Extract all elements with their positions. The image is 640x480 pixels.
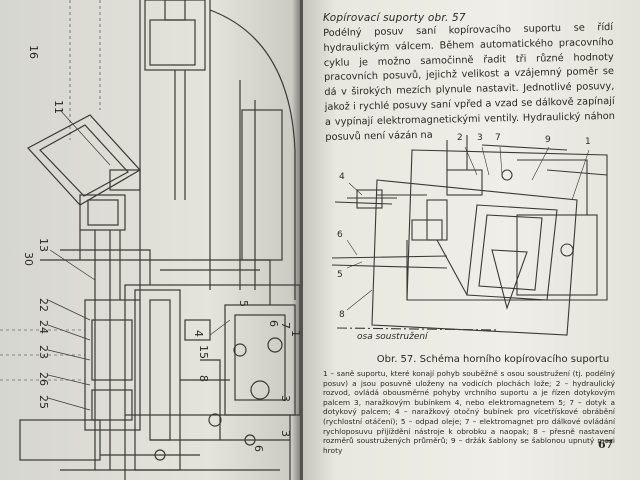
callout-4: 4: [192, 330, 205, 337]
callout-7: 7: [279, 322, 292, 329]
callout-30: 30: [22, 252, 35, 266]
callout-6: 6: [267, 320, 280, 327]
page-number: 67: [598, 438, 614, 451]
callout-13: 13: [37, 238, 50, 252]
fig-number-1: 1: [585, 137, 591, 147]
fig-number-4: 4: [339, 172, 345, 182]
left-page-drawing: 16 11 30 13 22 24 23 26 25 15 8 7 6 6 3 …: [0, 0, 300, 480]
fig-number-5: 5: [337, 270, 343, 280]
callout-15: 15: [197, 345, 210, 359]
callout-24: 24: [37, 320, 50, 334]
callout-26: 26: [37, 372, 50, 386]
callout-25: 25: [37, 395, 50, 409]
axis-label: osa soustružení: [357, 332, 428, 342]
right-page: Kopírovací suporty obr. 57 Podélný posuv…: [303, 0, 640, 480]
copy-support-diagram: [331, 135, 608, 336]
figure-57-schematic: 2 3 7 9 1 4 6 5 8 osa soustružení: [317, 120, 627, 350]
machine-schematic: 16 11 30 13 22 24 23 26 25 15 8 7 6 6 3 …: [0, 0, 300, 480]
text-block: Kopírovací suporty obr. 57 Podélný posuv…: [323, 12, 615, 145]
section-title: Kopírovací suporty obr. 57: [323, 12, 466, 24]
fig-number-2: 2: [457, 133, 463, 143]
figure-caption-title: Obr. 57. Schéma horního kopírovacího sup…: [376, 354, 610, 365]
callout-8: 8: [197, 375, 210, 382]
figure-legend: 1 – saně suportu, které konají pohyb sou…: [323, 369, 615, 455]
callout-3-upper: 3: [279, 395, 292, 402]
callout-3: 3: [279, 430, 292, 437]
fig-number-7: 7: [495, 133, 501, 143]
callout-11: 11: [52, 100, 65, 114]
fig-number-8: 8: [339, 310, 345, 320]
fig-number-6: 6: [337, 230, 343, 240]
callout-23: 23: [37, 345, 50, 359]
callout-16: 16: [27, 45, 40, 59]
callout-22: 22: [37, 298, 50, 312]
fig-number-9: 9: [545, 135, 551, 145]
fig-number-3: 3: [477, 133, 483, 143]
callout-5: 5: [237, 300, 250, 307]
callout-6-lower: 6: [252, 445, 265, 452]
